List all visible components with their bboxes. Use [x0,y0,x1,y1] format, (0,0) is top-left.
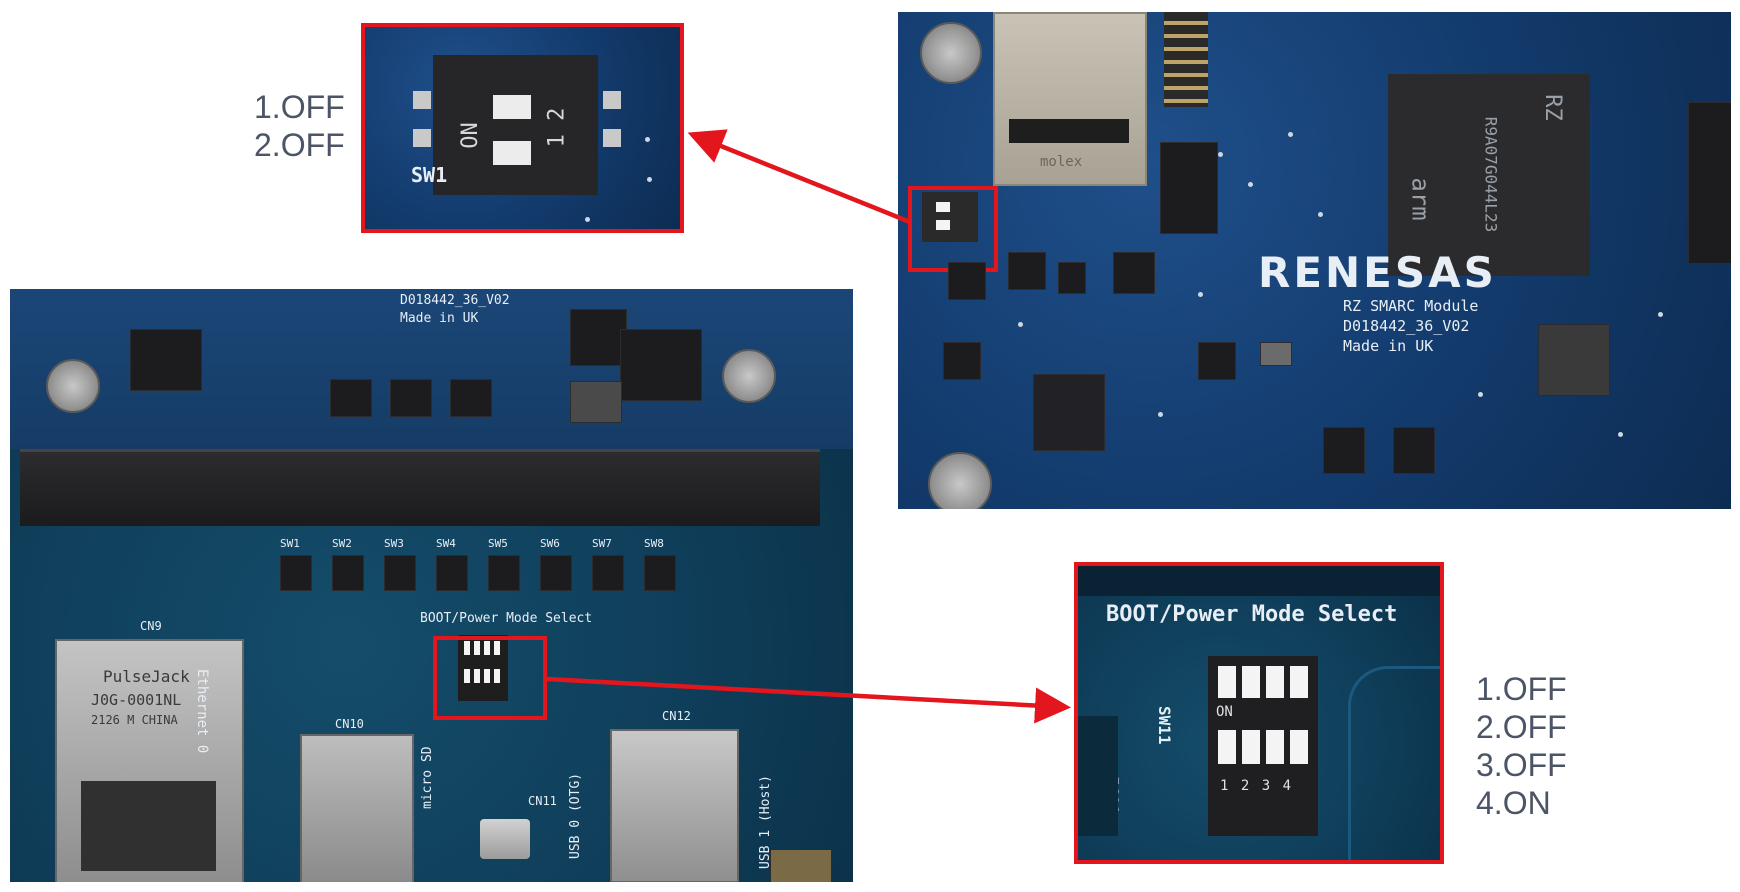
sw-row-label-4: SW4 [436,537,456,550]
sw-row-label-1: SW1 [280,537,300,550]
sw11-number-text: 1 2 3 4 [1220,778,1294,794]
carrier-line-2: Made in UK [400,311,479,326]
ic40 [1113,252,1155,294]
power-inductor [1538,324,1610,396]
cn9-label: CN9 [140,619,162,633]
sw11-toggle-2 [1242,730,1260,764]
sw11-on-text: ON [1216,704,1233,720]
ic31 [1198,342,1236,380]
sw1-state-2: 2.OFF [254,127,345,163]
switch-row: SW1 SW2 SW3 SW4 SW5 SW6 SW7 SW8 [280,537,700,597]
sw11-state-labels: 1.OFF 2.OFF 3.OFF 4.ON [1476,670,1567,822]
sw1-state-labels: 1.OFF 2.OFF [254,88,345,164]
sw11-toggle-3-top [1266,666,1284,698]
boot-select-label: BOOT/Power Mode Select [1106,602,1398,627]
module-line-2: D018442_36_V02 [1343,317,1470,335]
pin-header [1164,12,1208,107]
sw1-toggle-1 [493,95,531,119]
cn10-label: CN10 [335,717,364,731]
sw11-toggle-2-top [1242,666,1260,698]
sw-row-label-3: SW3 [384,537,404,550]
ic8 [948,262,986,300]
renesas-logo-text: RENESAS [1258,248,1497,297]
sw11-state-4: 4.ON [1476,785,1551,821]
sw-row-label-2: SW2 [332,537,352,550]
sw-row-label-6: SW6 [540,537,560,550]
sw1-state-1: 1.OFF [254,89,345,125]
rj45-part: J0G-0001NL [91,691,182,709]
screw-top [920,22,982,84]
sw1-switch-body: ON 1 2 [433,55,598,195]
usb-host-port [610,729,739,882]
arrow-sw1 [687,129,911,225]
carrier-line-1: D018442_36_V02 [400,293,510,308]
side-chip [1688,102,1731,264]
sw11-highlight-box [433,636,547,720]
rj45-code: 2126 M CHINA [91,713,178,727]
sw1-toggle-2 [493,141,531,165]
cn12-label: CN12 [662,709,691,723]
sw11-toggle-3 [1266,730,1284,764]
crystal-x1 [1260,342,1292,366]
sw11-toggle-1 [1218,730,1236,764]
microsd-slot [300,734,414,882]
sw-row-label-7: SW7 [592,537,612,550]
rj45-brand: PulseJack [103,667,190,686]
arrow-sw11 [546,676,1071,724]
sw-row-label-8: SW8 [644,537,664,550]
smarc-edge-connector [20,449,820,526]
rj45-connector: PulseJack J0G-0001NL 2126 M CHINA [55,639,244,882]
module-line-1: RZ SMARC Module [1343,297,1479,315]
sw1-switch-small [922,192,978,242]
rz-g2l-soc: RZ R9A07G044L23 arm [1388,74,1590,276]
sw11-switch-body: ON 1 2 3 4 [1208,656,1318,836]
carrier-board-photo: D018442_36_V02 Made in UK SW1 SW2 SW3 SW… [10,289,853,882]
sw1-silk-label: SW1 [411,163,448,187]
bottom-chip-1 [1323,427,1365,474]
sw11-toggle-4 [1290,730,1308,764]
sw-row-label-5: SW5 [488,537,508,550]
usb-otg-port [480,819,530,859]
module-line-3: Made in UK [1343,337,1434,355]
module-board-photo: molex RZ R9A07G044L23 arm RENESAS RZ SMA… [898,12,1731,509]
sd-card-slot: molex [993,12,1147,186]
carrier-screw-left [46,359,100,413]
sw11-state-3: 3.OFF [1476,747,1567,783]
ic3 [1008,252,1046,290]
molex-text: molex [1040,154,1083,170]
connector-cn2 [1160,142,1218,234]
ic17 [1058,262,1086,294]
cn11-label: CN11 [528,794,557,808]
carrier-screw-right [722,349,776,403]
bottom-chip-2 [1393,427,1435,474]
sw11-switch-small [458,635,508,701]
sw11-state-1: 1.OFF [1476,671,1567,707]
sw11-zoom-photo: BOOT/Power Mode Select ON 1 2 3 4 SW11 I… [1074,562,1444,864]
sw11-state-2: 2.OFF [1476,709,1567,745]
boot-select-label-small: BOOT/Power Mode Select [420,611,593,626]
micro-chip [1033,374,1105,451]
sw11-toggle-4-top [1290,666,1308,698]
ic9 [943,342,981,380]
sw1-zoom-photo: ON 1 2 SW1 [361,23,684,233]
screw-bottom [928,452,992,509]
sw11-toggle-1-top [1218,666,1236,698]
